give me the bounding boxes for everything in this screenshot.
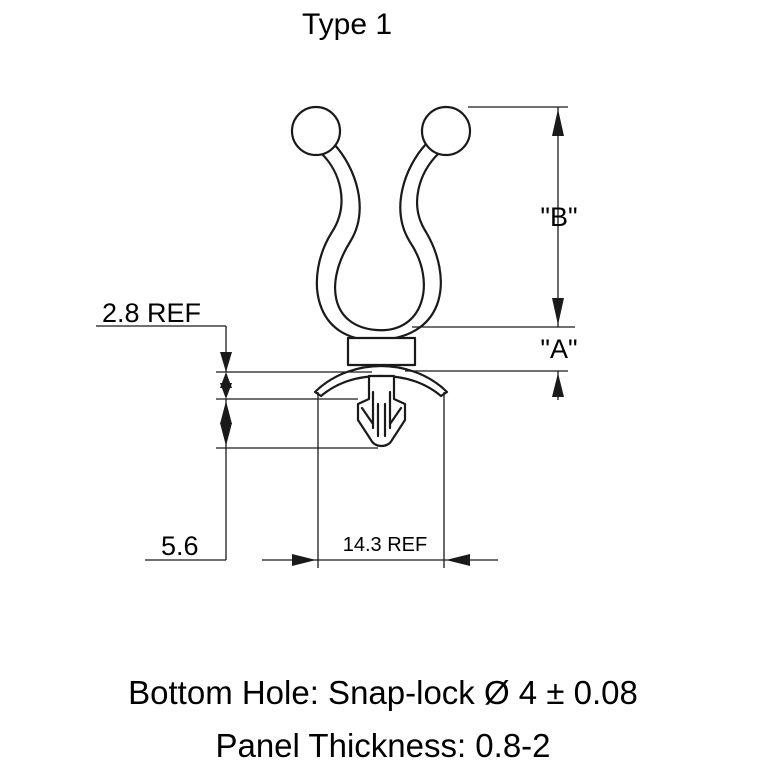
left-knob <box>290 105 342 157</box>
dimension-5-6: 5.6 <box>145 399 378 561</box>
dimension-b: "B" <box>412 106 578 328</box>
dimension-a-label: "A" <box>540 334 577 364</box>
note-bottom-hole: Bottom Hole: Snap-lock Ø 4 ± 0.08 <box>128 674 638 711</box>
drawing-title: Type 1 <box>302 8 392 41</box>
dimension-5-6-label: 5.6 <box>161 531 199 561</box>
collar <box>346 336 417 367</box>
dimension-14-3-label: 14.3 REF <box>343 534 427 556</box>
clip-arms <box>315 142 442 342</box>
clip-body <box>290 105 472 448</box>
dimension-14-3-ref: 14.3 REF <box>262 392 498 568</box>
snap-pin <box>356 374 407 448</box>
flange <box>313 364 449 398</box>
right-knob <box>420 105 472 157</box>
dimension-b-label: "B" <box>540 202 577 232</box>
dimension-2-8-ref: 2.8 REF <box>96 298 372 400</box>
note-panel-thickness: Panel Thickness: 0.8-2 <box>215 727 550 764</box>
dimension-a: "A" <box>405 334 578 400</box>
dimension-2-8-label: 2.8 REF <box>102 298 201 328</box>
